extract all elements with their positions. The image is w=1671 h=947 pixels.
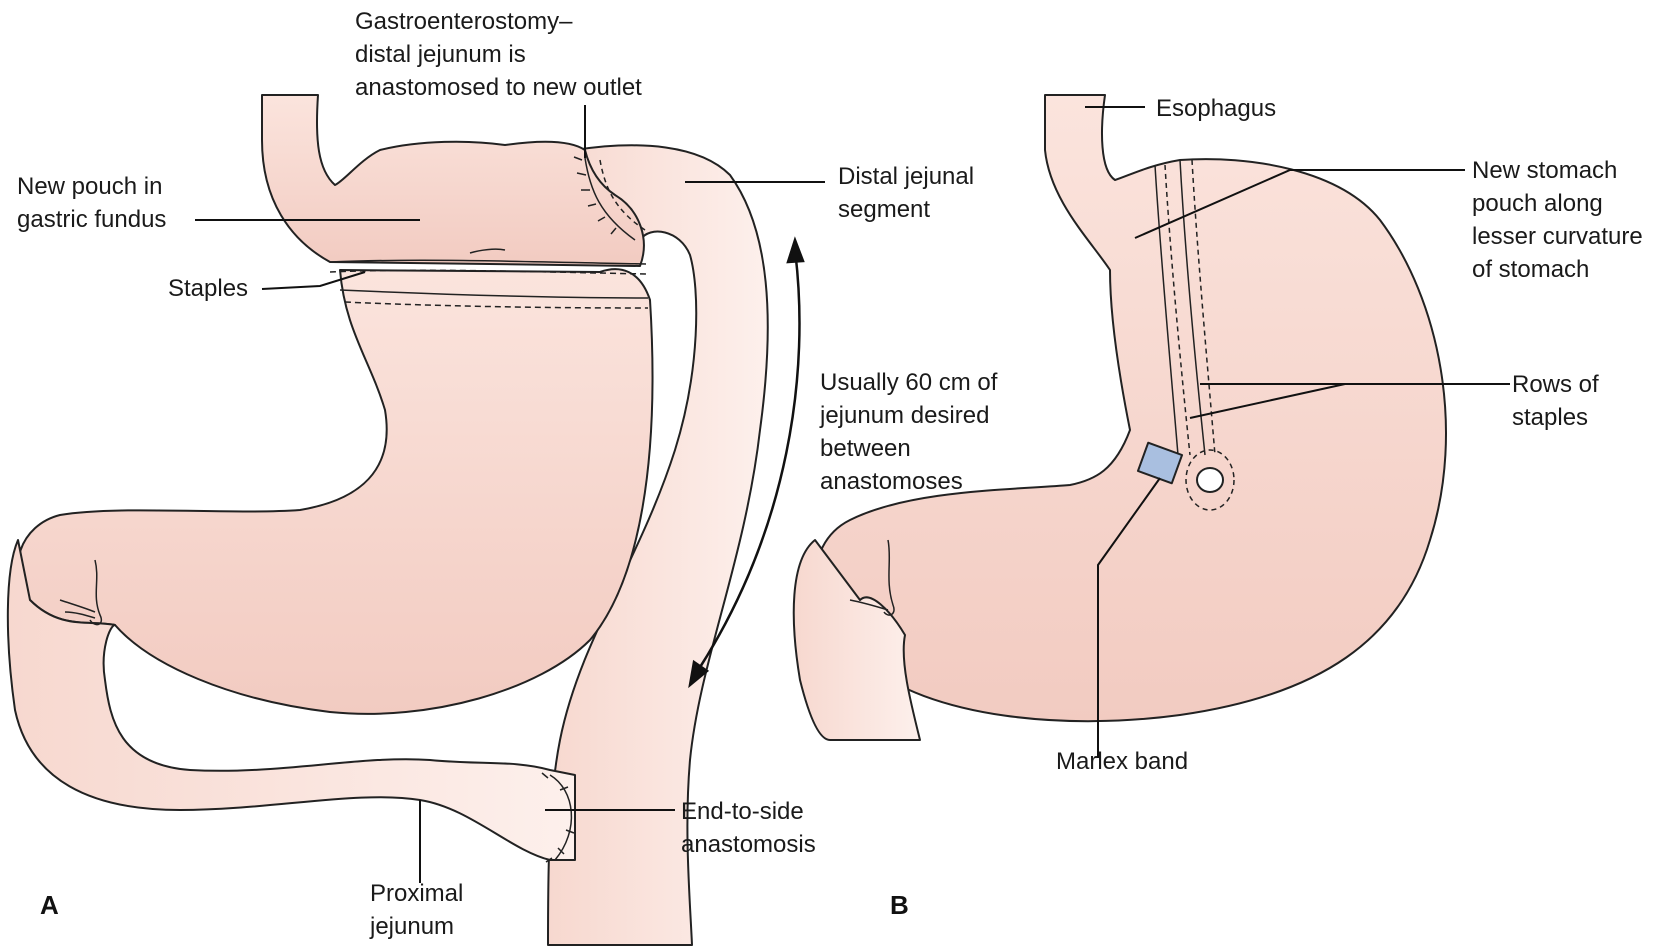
stomach-remnant [16, 268, 654, 715]
pylorus-folds [59, 559, 102, 626]
panel-a-illustration [6, 94, 769, 946]
panel-a-letter: A [40, 890, 59, 920]
pylorus-folds-b [849, 539, 895, 616]
panel-b-illustration [792, 94, 1447, 741]
label-new-pouch: New pouch in gastric fundus [17, 173, 167, 233]
stomach-b [814, 94, 1447, 723]
staple-rows-b [1154, 159, 1216, 456]
label-rows-of-staples: Rows of staples [1512, 371, 1599, 431]
marlex-band [1136, 441, 1184, 485]
length-arrow [688, 236, 805, 689]
leaders-a [195, 105, 825, 883]
gastric-pouch [261, 94, 645, 267]
label-staples: Staples [168, 275, 249, 302]
stoma-ring [1185, 449, 1235, 511]
label-esophagus: Esophagus [1156, 95, 1277, 122]
label-proximal-jejunum: Proximal jejunum [370, 880, 464, 940]
gastroenterostomy-sutures [573, 156, 646, 241]
label-usually-60cm: Usually 60 cm of jejunum desired between… [820, 369, 998, 495]
label-distal-jejunal-segment: Distal jejunal segment [838, 163, 975, 223]
leaders-b [1085, 106, 1510, 758]
label-new-stomach-pouch: New stomach pouch along lesser curvature… [1472, 157, 1643, 283]
label-marlex-band: Marlex band [1056, 748, 1189, 775]
stoma-opening [1196, 467, 1224, 493]
panel-b-letter: B [890, 890, 909, 920]
staple-line-a [329, 248, 649, 309]
label-end-to-side: End-to-side anastomosis [681, 798, 816, 858]
distal-jejunal-limb [547, 144, 769, 946]
proximal-jejunum-tube [6, 539, 576, 861]
label-gastroenterostomy: Gastroenterostomy– distal jejunum is ana… [355, 8, 642, 101]
duodenum-b [792, 539, 921, 741]
